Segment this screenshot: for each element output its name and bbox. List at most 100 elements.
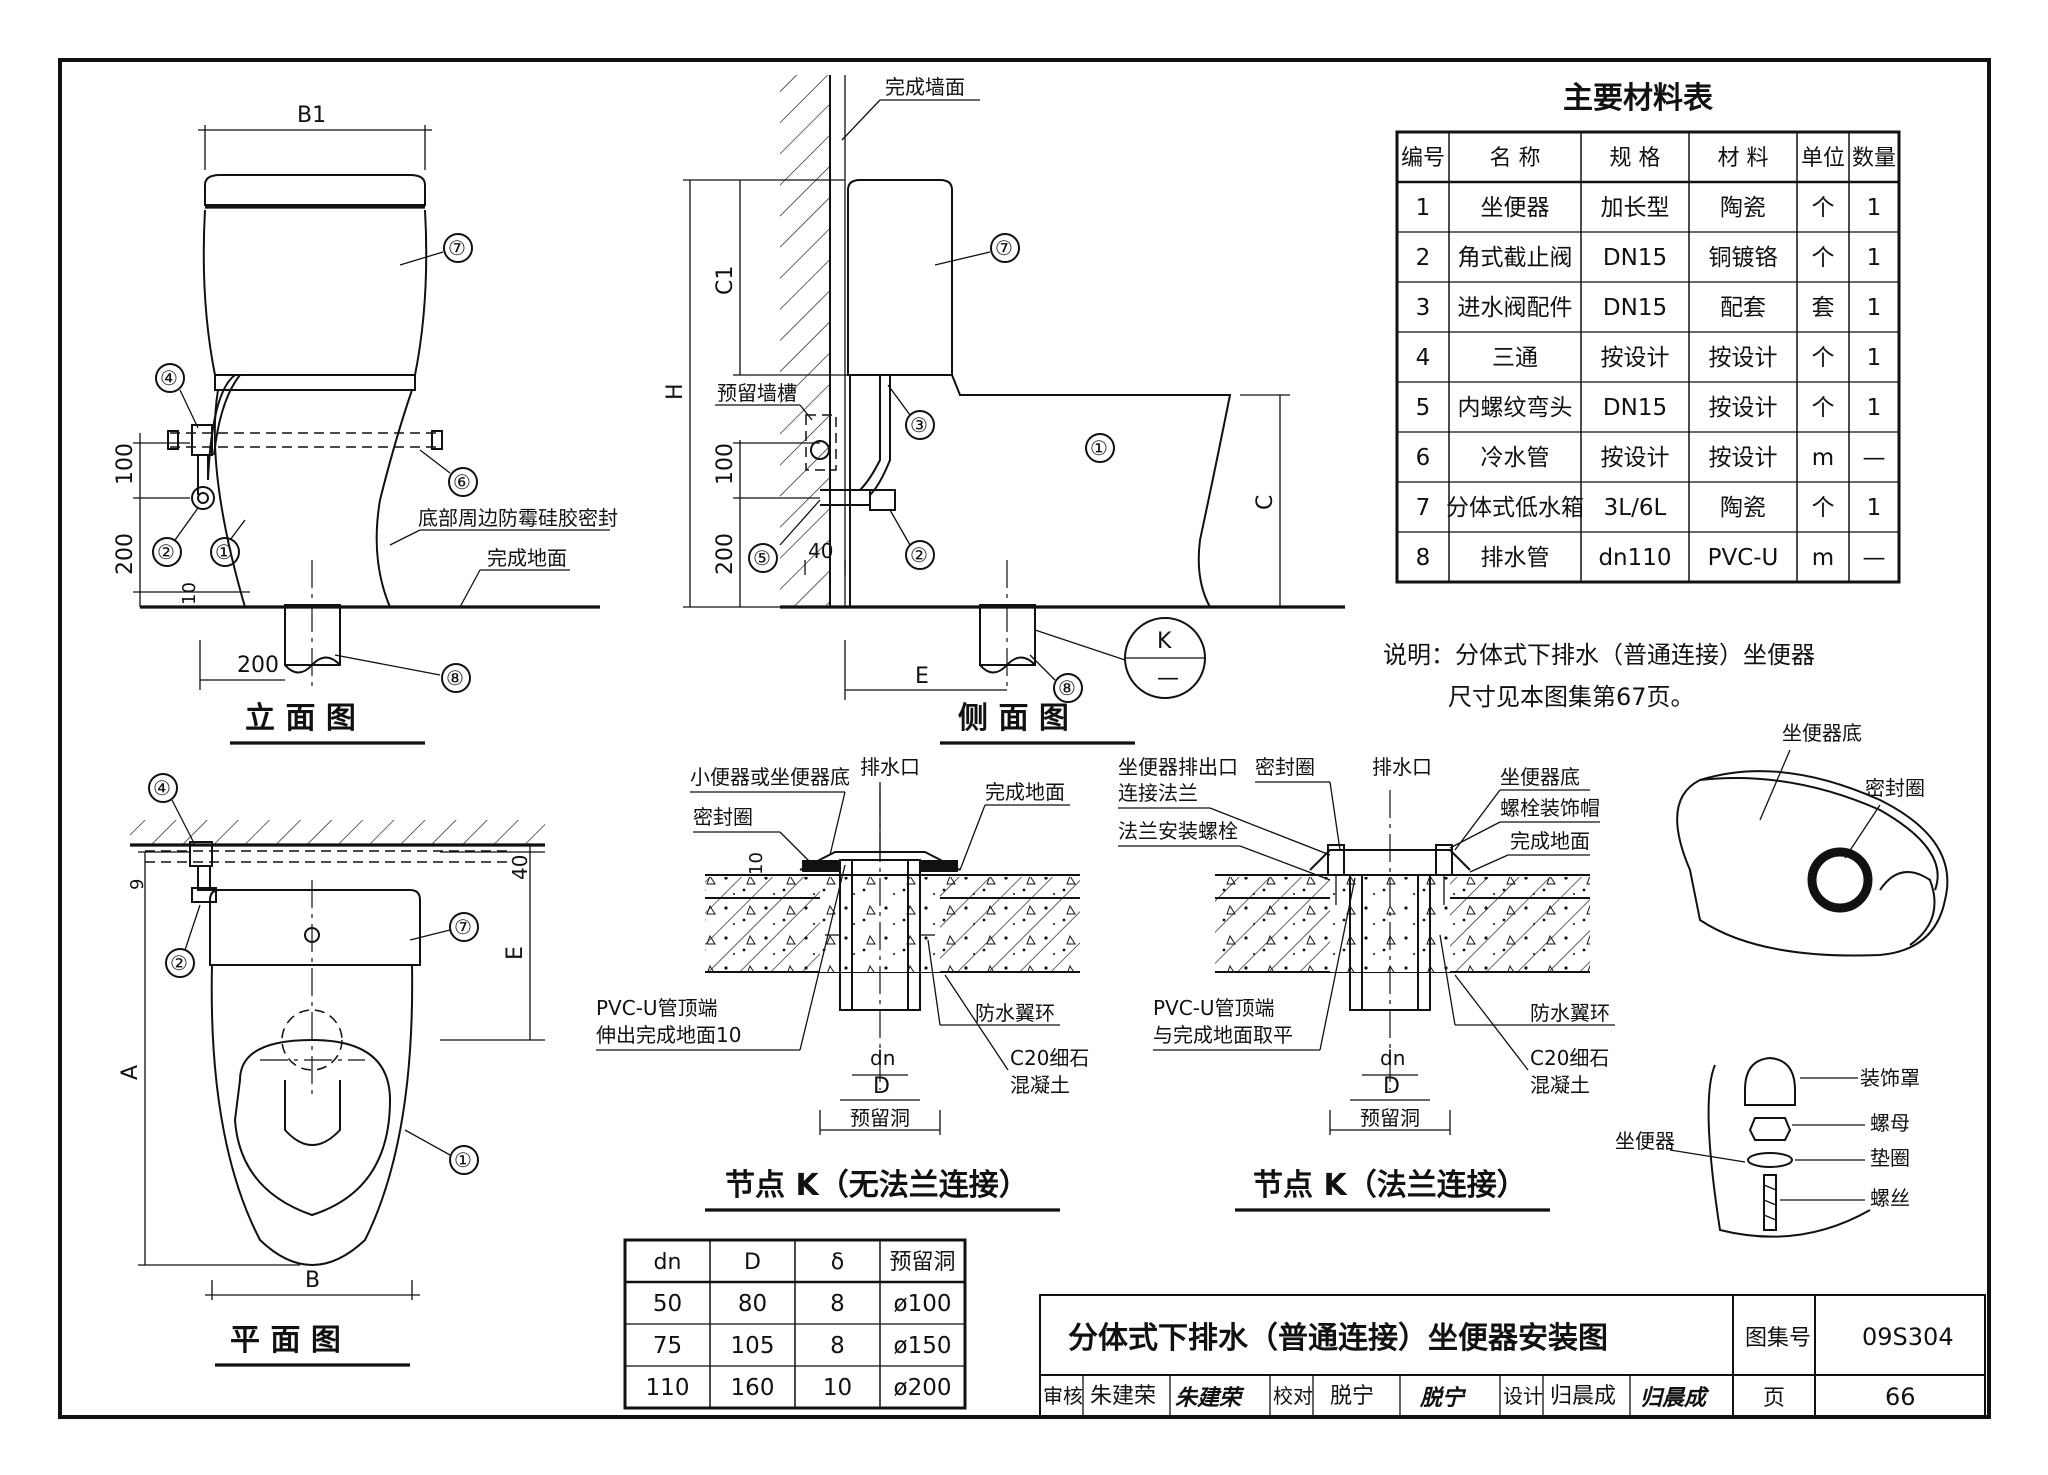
- materials-cell: 2: [1416, 245, 1431, 271]
- materials-cell: 加长型: [1601, 195, 1670, 221]
- svg-text:④: ④: [153, 776, 171, 800]
- materials-header-cell: 规 格: [1610, 146, 1661, 171]
- svg-text:①: ①: [215, 540, 233, 564]
- front-dim-200-bottom: 200: [237, 653, 279, 678]
- svg-text:⑧: ⑧: [446, 666, 464, 690]
- materials-cell: 进水阀配件: [1458, 295, 1573, 321]
- k2-lbl-conc-1: C20细石: [1530, 1046, 1609, 1070]
- materials-cell: 按设计: [1601, 445, 1670, 471]
- title-block-check-label: 校对: [1273, 1384, 1313, 1408]
- svg-text:②: ②: [170, 951, 188, 975]
- k2-lbl-flange-1: 坐便器排出口: [1118, 755, 1238, 779]
- materials-cell: 个: [1812, 345, 1835, 371]
- plan-bubble-2: ②: [165, 904, 201, 978]
- title-block-reviewer-sign: 朱建荣: [1175, 1386, 1245, 1411]
- side-dim-40: 40: [808, 539, 833, 563]
- materials-cell: 按设计: [1709, 395, 1778, 421]
- front-bubble-6: ⑥: [419, 449, 478, 497]
- side-dim-100: 100: [713, 443, 738, 485]
- k1-lbl-conc-1: C20细石: [1010, 1046, 1089, 1070]
- dim-table-cell: ø200: [894, 1375, 952, 1401]
- front-callout-floor: 完成地面: [487, 546, 567, 570]
- dim-table-cell: 8: [830, 1333, 845, 1359]
- materials-cell: 4: [1416, 345, 1431, 371]
- materials-cell: 5: [1416, 395, 1431, 421]
- side-label-e: E: [915, 664, 929, 689]
- svg-text:②: ②: [157, 540, 175, 564]
- svg-text:②: ②: [910, 543, 928, 567]
- front-view: B1 100 200 10 200 底部周边防霉硅胶密封 完成地面 ④ ⑦ ⑥ …: [113, 103, 618, 745]
- materials-cell: 三通: [1492, 345, 1538, 371]
- title-block-atlas-no: 09S304: [1862, 1323, 1954, 1351]
- k2-lbl-pvc-1: PVC-U管顶端: [1153, 996, 1275, 1020]
- k2-lbl-conc-2: 混凝土: [1530, 1073, 1590, 1097]
- dim-table-cell: ø100: [894, 1291, 952, 1317]
- node-k2: 坐便器排出口 连接法兰 密封圈 排水口 坐便器底 法兰安装螺栓 螺栓装饰帽 完成…: [1118, 755, 1615, 1212]
- title-block-designer-sign: 归晨成: [1640, 1386, 1710, 1411]
- materials-cell: 内螺纹弯头: [1458, 395, 1573, 421]
- materials-cell: 6: [1416, 445, 1431, 471]
- k1-lbl-floor: 完成地面: [985, 780, 1065, 804]
- title-block-designer: 归晨成: [1550, 1384, 1616, 1409]
- dim-table-cell: ø150: [894, 1333, 952, 1359]
- note-line-1: 说明：分体式下排水（普通连接）坐便器: [1383, 641, 1815, 669]
- materials-cell: 分体式低水箱: [1446, 495, 1584, 521]
- materials-cell: 1: [1867, 295, 1882, 321]
- side-dim-200: 200: [713, 533, 738, 575]
- k1-lbl-base: 小便器或坐便器底: [690, 765, 850, 789]
- title-block-checker: 脱宁: [1330, 1384, 1374, 1409]
- plan-label-e: E: [503, 946, 528, 960]
- materials-header-cell: 单位: [1801, 146, 1845, 171]
- k2-lbl-ring: 防水翼环: [1530, 1001, 1610, 1025]
- detail-figures: 坐便器底 密封圈 装饰罩 螺母 垫圈 螺丝 坐便器: [1615, 721, 1949, 1238]
- front-dim-10: 10: [179, 582, 200, 605]
- materials-cell: DN15: [1603, 295, 1667, 321]
- plan-bubble-4: ④: [148, 773, 196, 846]
- materials-cell: 1: [1416, 195, 1431, 221]
- k2-lbl-hole: 预留洞: [1360, 1106, 1420, 1130]
- k2-lbl-flange-2: 连接法兰: [1118, 781, 1198, 805]
- materials-cell: 冷水管: [1481, 445, 1550, 471]
- k2-title: 节点 K（法兰连接）: [1253, 1168, 1527, 1203]
- k2-lbl-seal: 密封圈: [1255, 755, 1315, 779]
- materials-cell: 3L/6L: [1604, 495, 1667, 521]
- materials-cell: 铜镀铬: [1709, 245, 1778, 271]
- front-callout-seal: 底部周边防霉硅胶密封: [418, 506, 618, 530]
- materials-cell: 按设计: [1709, 345, 1778, 371]
- svg-text:①: ①: [454, 1148, 472, 1172]
- detail-lbl-nut: 螺母: [1870, 1111, 1910, 1135]
- dim-table-header-cell: δ: [831, 1250, 844, 1275]
- k1-lbl-conc-2: 混凝土: [1010, 1073, 1070, 1097]
- dim-table-header-cell: D: [744, 1250, 761, 1275]
- side-callout-wall: 完成墙面: [885, 75, 965, 99]
- title-block-checker-sign: 脱宁: [1419, 1385, 1467, 1411]
- materials-header-cell: 编号: [1401, 146, 1445, 171]
- front-dim-100: 100: [113, 443, 138, 485]
- side-bubble-1: ①: [1085, 433, 1115, 463]
- dim-table-cell: 160: [731, 1375, 775, 1401]
- title-block-review-label: 审核: [1043, 1384, 1083, 1408]
- materials-cell: —: [1863, 545, 1886, 571]
- materials-cell: m: [1812, 545, 1834, 571]
- materials-cell: 陶瓷: [1720, 195, 1766, 221]
- materials-cell: 1: [1867, 195, 1882, 221]
- k1-lbl-dn: dn: [870, 1046, 895, 1070]
- materials-cell: —: [1863, 445, 1886, 471]
- side-view: C1 H 100 200 40 C E 完成墙面 预留墙槽 K — ⑦ ③: [663, 75, 1345, 745]
- k2-lbl-cap: 螺栓装饰帽: [1500, 796, 1600, 820]
- plan-label-b: B: [305, 1268, 320, 1293]
- k1-lbl-pvc-2: 伸出完成地面10: [596, 1023, 741, 1047]
- materials-cell: 1: [1867, 345, 1882, 371]
- dim-table-cell: 75: [653, 1333, 682, 1359]
- front-bubble-8: ⑧: [334, 654, 471, 693]
- materials-cell: 个: [1812, 245, 1835, 271]
- svg-text:⑧: ⑧: [1058, 676, 1076, 700]
- title-block-title: 分体式下排水（普通连接）坐便器安装图: [1068, 1321, 1608, 1356]
- materials-cell: 配套: [1720, 295, 1766, 321]
- materials-cell: m: [1812, 445, 1834, 471]
- k1-dim-10: 10: [746, 852, 767, 875]
- detail-lbl-base: 坐便器底: [1782, 721, 1862, 745]
